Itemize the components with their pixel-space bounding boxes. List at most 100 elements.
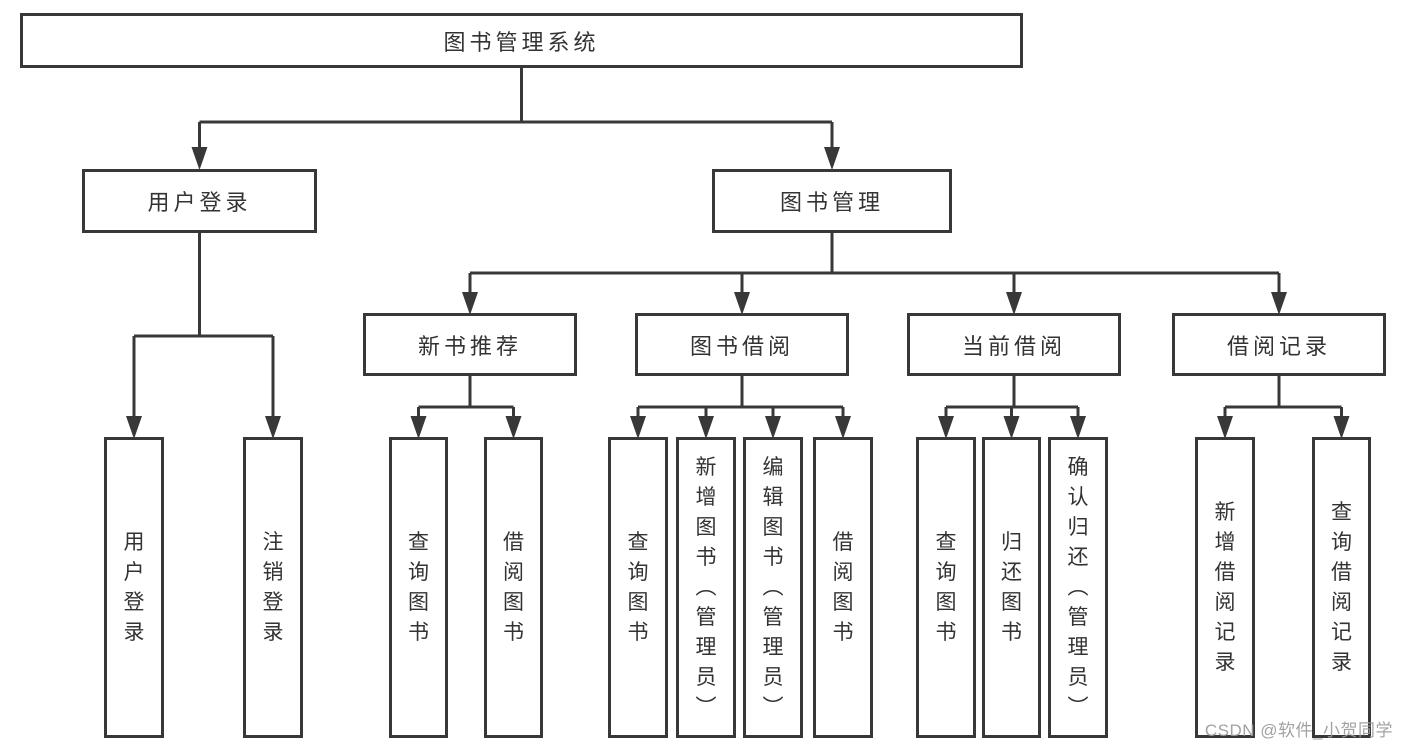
node-new-books: 新书推荐: [363, 313, 577, 376]
leaf-return-books: 归还图书: [982, 437, 1041, 738]
node-current-borrow: 当前借阅: [907, 313, 1121, 376]
vertical-char: 登: [123, 590, 145, 614]
vertical-char: 书: [408, 620, 429, 644]
vertical-char: 编: [762, 455, 784, 479]
vertical-char: 询: [1331, 530, 1352, 554]
vertical-char: 管: [1067, 605, 1089, 629]
node-book-borrow: 图书借阅: [635, 313, 849, 376]
vertical-char: 图: [935, 590, 957, 614]
node-borrow-records-label: 借阅记录: [1226, 333, 1331, 359]
vertical-char: 阅: [1214, 590, 1236, 614]
vertical-char: 借: [1331, 560, 1352, 584]
vertical-char: 户: [123, 560, 145, 584]
vertical-char: 记: [1214, 620, 1236, 644]
vertical-char: 书: [503, 620, 524, 644]
node-user-login: 用户登录: [82, 169, 317, 233]
vertical-char: 书: [1001, 620, 1022, 644]
vertical-char: ︶: [762, 695, 784, 719]
vertical-char: 员: [695, 665, 717, 689]
vertical-char: 还: [1001, 560, 1022, 584]
vertical-char: 录: [1214, 650, 1236, 674]
vertical-char: 录: [1331, 650, 1352, 674]
node-book-mgmt-label: 图书管理: [779, 190, 884, 215]
vertical-char: 还: [1067, 545, 1089, 569]
vertical-char: 理: [762, 635, 784, 659]
vertical-char: 询: [935, 560, 957, 584]
vertical-char: ︶: [695, 695, 717, 719]
vertical-char: 理: [695, 635, 717, 659]
vertical-char: 注: [262, 530, 284, 554]
vertical-char: 认: [1067, 485, 1089, 509]
vertical-char: 员: [1067, 665, 1089, 689]
vertical-char: 借: [832, 530, 854, 554]
vertical-char: 归: [1067, 515, 1089, 539]
leaf-query-borrow-record: 查询借阅记录: [1312, 437, 1371, 738]
vertical-char: 管: [695, 605, 717, 629]
vertical-char: 记: [1331, 620, 1352, 644]
leaf-borrow-books-1: 借阅图书: [484, 437, 543, 738]
vertical-char: 图: [408, 590, 429, 614]
vertical-char: ︵: [1067, 575, 1089, 599]
vertical-char: 录: [262, 620, 284, 644]
vertical-char: 阅: [1331, 590, 1352, 614]
vertical-char: ︵: [762, 575, 784, 599]
vertical-char: 查: [627, 530, 649, 554]
node-book-borrow-label: 图书借阅: [689, 333, 794, 359]
leaf-confirm-return-admin: 确认归还 ︵ 管理员 ︶: [1048, 437, 1108, 738]
leaf-user-login: 用户登录: [104, 437, 164, 738]
vertical-char: 图: [695, 515, 717, 539]
vertical-char: 阅: [832, 560, 854, 584]
vertical-char: 书: [695, 545, 717, 569]
vertical-char: 理: [1067, 635, 1089, 659]
leaf-query-books-2: 查询图书: [608, 437, 668, 738]
leaf-query-books-1: 查询图书: [389, 437, 448, 738]
node-root-label: 图书管理系统: [443, 29, 600, 55]
vertical-char: 书: [762, 545, 784, 569]
vertical-char: 查: [408, 530, 429, 554]
leaf-edit-books-admin: 编辑图书 ︵ 管理员 ︶: [743, 437, 803, 738]
vertical-char: ︶: [1067, 695, 1089, 719]
vertical-char: 归: [1001, 530, 1022, 554]
vertical-char: 增: [695, 485, 717, 509]
leaf-query-books-3: 查询图书: [916, 437, 976, 738]
vertical-char: 书: [935, 620, 957, 644]
leaf-add-books-admin: 新增图书 ︵ 管理员 ︶: [676, 437, 736, 738]
vertical-char: 销: [262, 560, 284, 584]
vertical-char: 登: [262, 590, 284, 614]
vertical-char: 员: [762, 665, 784, 689]
vertical-char: 图: [627, 590, 649, 614]
vertical-char: 图: [503, 590, 524, 614]
vertical-char: 增: [1214, 530, 1236, 554]
vertical-char: 辑: [762, 485, 784, 509]
vertical-char: 询: [627, 560, 649, 584]
node-borrow-records: 借阅记录: [1172, 313, 1386, 376]
leaf-logout: 注销登录: [243, 437, 303, 738]
vertical-char: 询: [408, 560, 429, 584]
vertical-char: ︵: [695, 575, 717, 599]
vertical-char: 借: [1214, 560, 1236, 584]
node-new-books-label: 新书推荐: [417, 333, 522, 359]
vertical-char: 新: [1214, 500, 1236, 524]
node-user-login-label: 用户登录: [147, 190, 252, 215]
vertical-char: 新: [695, 455, 717, 479]
vertical-char: 阅: [503, 560, 524, 584]
vertical-char: 用: [123, 530, 145, 554]
vertical-char: 图: [1001, 590, 1022, 614]
node-root: 图书管理系统: [20, 13, 1023, 68]
vertical-char: 图: [832, 590, 854, 614]
leaf-borrow-books-2: 借阅图书: [813, 437, 873, 738]
vertical-char: 录: [123, 620, 145, 644]
vertical-char: 书: [832, 620, 854, 644]
node-current-borrow-label: 当前借阅: [961, 333, 1066, 359]
vertical-char: 图: [762, 515, 784, 539]
vertical-char: 确: [1067, 455, 1089, 479]
vertical-char: 书: [627, 620, 649, 644]
leaf-add-borrow-record: 新增借阅记录: [1195, 437, 1255, 738]
vertical-char: 借: [503, 530, 524, 554]
vertical-char: 查: [935, 530, 957, 554]
node-book-mgmt: 图书管理: [712, 169, 952, 233]
vertical-char: 查: [1331, 500, 1352, 524]
vertical-char: 管: [762, 605, 784, 629]
